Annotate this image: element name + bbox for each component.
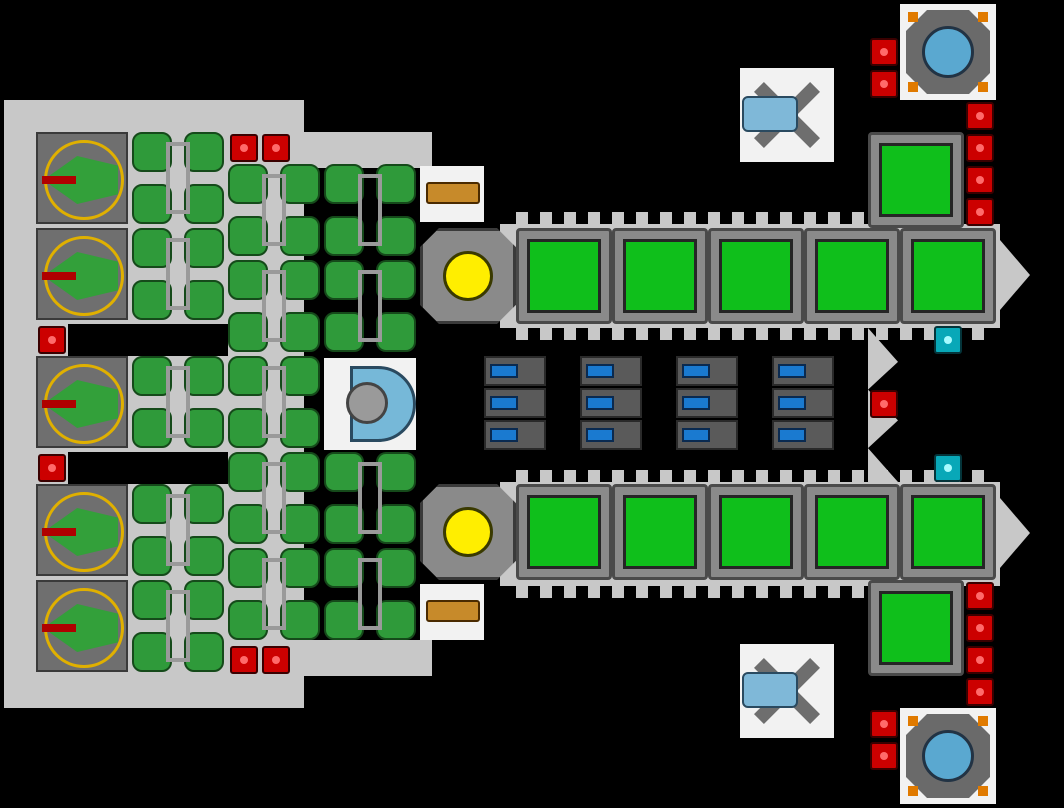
hangar-bay[interactable] bbox=[36, 356, 128, 448]
gun-battery-icon[interactable] bbox=[484, 420, 546, 450]
gun-battery-icon[interactable] bbox=[676, 356, 738, 386]
hull-spikes-mid-upper bbox=[516, 328, 996, 340]
room-icon[interactable] bbox=[900, 228, 996, 324]
room-icon[interactable] bbox=[868, 132, 964, 228]
red-module-icon[interactable] bbox=[870, 390, 898, 418]
reactor-icon[interactable] bbox=[420, 228, 516, 324]
hangar-bay[interactable] bbox=[36, 228, 128, 320]
dome-icon[interactable] bbox=[324, 358, 416, 450]
red-module-icon[interactable] bbox=[262, 134, 290, 162]
room-icon[interactable] bbox=[708, 228, 804, 324]
hull-spikes-mid-lower bbox=[516, 470, 996, 482]
gun-battery-icon[interactable] bbox=[580, 356, 642, 386]
red-module-icon[interactable] bbox=[870, 710, 898, 738]
red-module-icon[interactable] bbox=[230, 134, 258, 162]
gun-battery-icon[interactable] bbox=[676, 388, 738, 418]
red-module-icon[interactable] bbox=[870, 742, 898, 770]
fuel-tank-icon[interactable] bbox=[228, 452, 320, 544]
fuel-tank-icon[interactable] bbox=[132, 228, 224, 320]
room-icon[interactable] bbox=[868, 580, 964, 676]
room-icon[interactable] bbox=[804, 484, 900, 580]
fighter-icon bbox=[38, 358, 130, 450]
fuel-tank-icon[interactable] bbox=[228, 164, 320, 256]
red-module-icon[interactable] bbox=[870, 38, 898, 66]
reactor-icon[interactable] bbox=[420, 484, 516, 580]
room-icon[interactable] bbox=[612, 228, 708, 324]
hangar-bay[interactable] bbox=[36, 484, 128, 576]
hangar-bay[interactable] bbox=[36, 580, 128, 672]
red-module-icon[interactable] bbox=[38, 326, 66, 354]
fighter-icon bbox=[38, 582, 130, 674]
red-module-icon[interactable] bbox=[966, 582, 994, 610]
room-icon[interactable] bbox=[612, 484, 708, 580]
fuel-tank-icon[interactable] bbox=[324, 164, 416, 256]
room-icon[interactable] bbox=[708, 484, 804, 580]
pod-icon[interactable] bbox=[900, 708, 996, 804]
red-module-icon[interactable] bbox=[966, 614, 994, 642]
fuel-tank-icon[interactable] bbox=[132, 356, 224, 448]
cyan-module-icon[interactable] bbox=[934, 326, 962, 354]
turret-icon[interactable] bbox=[740, 68, 834, 162]
red-module-icon[interactable] bbox=[966, 102, 994, 130]
fuel-tank-icon[interactable] bbox=[132, 484, 224, 576]
pod-icon[interactable] bbox=[900, 4, 996, 100]
gun-battery-icon[interactable] bbox=[676, 420, 738, 450]
red-module-icon[interactable] bbox=[38, 454, 66, 482]
fuel-tank-icon[interactable] bbox=[324, 452, 416, 544]
fuel-tank-icon[interactable] bbox=[228, 548, 320, 640]
turret-icon[interactable] bbox=[740, 644, 834, 738]
gun-battery-icon[interactable] bbox=[772, 356, 834, 386]
fuel-tank-icon[interactable] bbox=[324, 260, 416, 352]
fighter-icon bbox=[38, 134, 130, 226]
hull-upper-tail bbox=[1000, 240, 1030, 310]
gun-battery-icon[interactable] bbox=[580, 420, 642, 450]
red-module-icon[interactable] bbox=[966, 166, 994, 194]
fighter-icon bbox=[38, 230, 130, 322]
hangar-bay[interactable] bbox=[36, 132, 128, 224]
gun-battery-icon[interactable] bbox=[580, 388, 642, 418]
fuel-tank-icon[interactable] bbox=[132, 132, 224, 224]
fuel-tank-icon[interactable] bbox=[132, 580, 224, 672]
gun-battery-icon[interactable] bbox=[484, 388, 546, 418]
red-module-icon[interactable] bbox=[870, 70, 898, 98]
red-module-icon[interactable] bbox=[262, 646, 290, 674]
fuel-tank-icon[interactable] bbox=[228, 260, 320, 352]
cannon-icon[interactable] bbox=[420, 584, 484, 640]
hull-upper-strip bbox=[300, 132, 432, 168]
cyan-module-icon[interactable] bbox=[934, 454, 962, 482]
red-module-icon[interactable] bbox=[966, 134, 994, 162]
red-module-icon[interactable] bbox=[966, 646, 994, 674]
hull-lower-strip bbox=[300, 640, 432, 676]
gun-battery-icon[interactable] bbox=[484, 356, 546, 386]
hull-lower-tail bbox=[1000, 498, 1030, 568]
red-module-icon[interactable] bbox=[966, 198, 994, 226]
room-icon[interactable] bbox=[804, 228, 900, 324]
gun-battery-icon[interactable] bbox=[772, 388, 834, 418]
room-icon[interactable] bbox=[516, 484, 612, 580]
fuel-tank-icon[interactable] bbox=[324, 548, 416, 640]
red-module-icon[interactable] bbox=[230, 646, 258, 674]
cannon-icon[interactable] bbox=[420, 166, 484, 222]
hull-gap bbox=[68, 452, 228, 484]
gun-battery-icon[interactable] bbox=[772, 420, 834, 450]
room-icon[interactable] bbox=[900, 484, 996, 580]
fuel-tank-icon[interactable] bbox=[228, 356, 320, 448]
red-module-icon[interactable] bbox=[966, 678, 994, 706]
hull-gap bbox=[68, 324, 228, 356]
room-icon[interactable] bbox=[516, 228, 612, 324]
fighter-icon bbox=[38, 486, 130, 578]
